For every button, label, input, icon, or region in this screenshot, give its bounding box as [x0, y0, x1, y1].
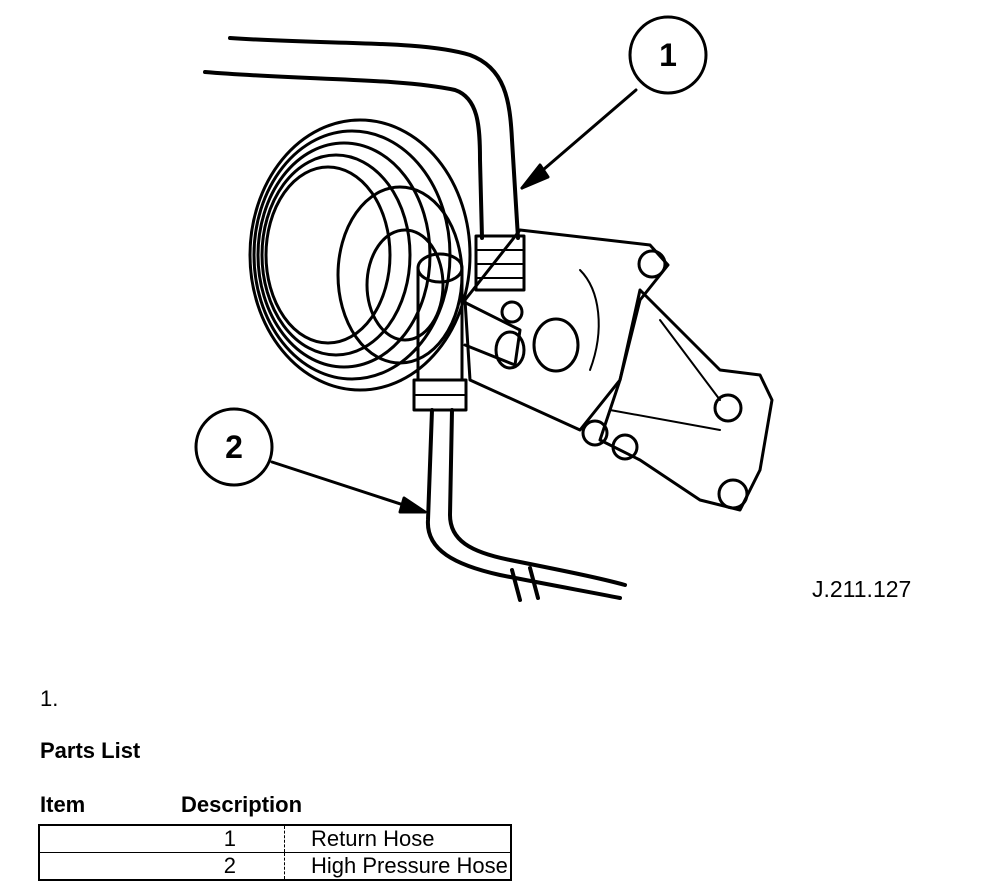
item-number-cell: 1 — [39, 825, 285, 853]
parts-table: 1 Return Hose 2 High Pressure Hose — [38, 824, 512, 881]
high-pressure-hose — [412, 252, 627, 602]
callout-1-leader — [520, 15, 708, 190]
item-column-header: Item — [40, 792, 86, 817]
description-column-header: Description — [181, 792, 303, 817]
step-number: 1. — [40, 686, 59, 711]
item-number-cell: 2 — [39, 852, 285, 880]
parts-list-title: Parts List — [40, 738, 141, 763]
return-hose — [228, 36, 520, 240]
description-cell: Return Hose — [284, 825, 511, 853]
power-steering-pump-illustration: 1 2 — [194, 15, 774, 602]
callout-2-number: 2 — [225, 429, 243, 465]
table-row: 1 Return Hose — [39, 825, 511, 853]
figure-reference: J.211.127 — [812, 576, 912, 602]
pump-body — [463, 228, 670, 432]
callout-2-leader — [194, 407, 427, 514]
callout-1-number: 1 — [659, 37, 677, 73]
description-cell: High Pressure Hose — [311, 853, 508, 878]
table-row: 2 High Pressure Hose — [39, 852, 511, 880]
mounting-bracket — [581, 249, 774, 512]
